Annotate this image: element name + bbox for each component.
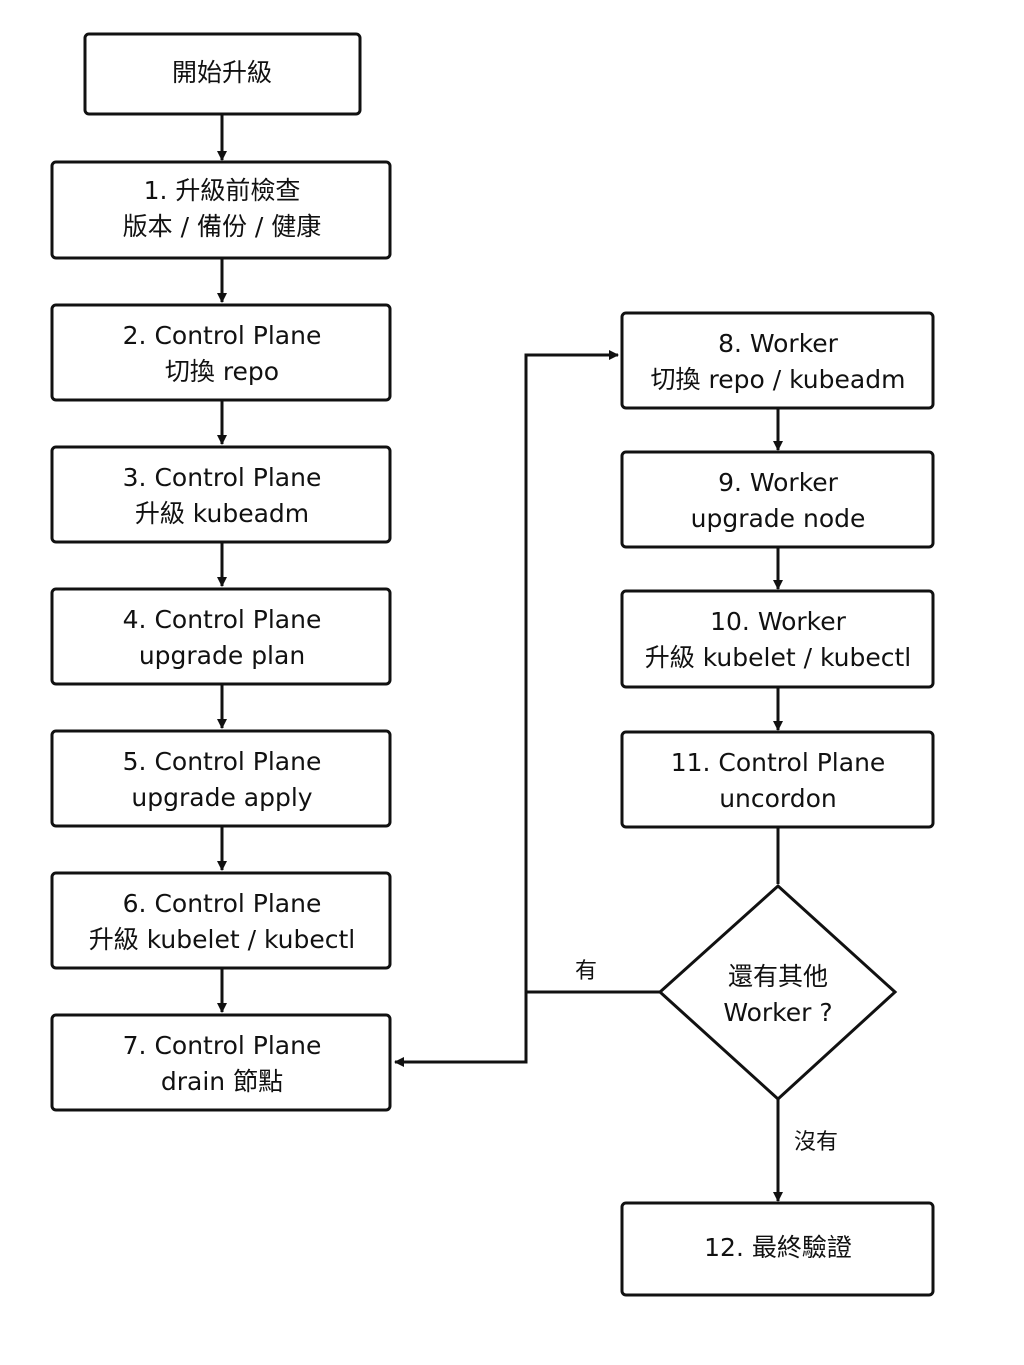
edge-label-no: 沒有 <box>794 1130 838 1155</box>
node-step9-line2: upgrade node <box>691 504 866 533</box>
node-decision-line2: Worker ? <box>723 998 832 1027</box>
node-step12-label: 12. 最終驗證 <box>704 1233 852 1262</box>
node-step8: 8. Worker 切換 repo / kubeadm <box>620 311 935 410</box>
node-decision-diamond <box>657 883 898 1102</box>
node-step11: 11. Control Plane uncordon <box>620 730 935 829</box>
arrow-step7-to-step8 <box>524 350 619 1062</box>
node-step2-box <box>50 303 392 402</box>
node-step6-box <box>50 871 392 970</box>
node-start-label: 開始升級 <box>172 58 272 87</box>
node-step7-line2: drain 節點 <box>161 1067 283 1096</box>
node-step7: 7. Control Plane drain 節點 <box>50 1013 392 1112</box>
node-step1: 1. 升級前檢查 版本 / 備份 / 健康 <box>50 160 392 260</box>
node-step1-line2: 版本 / 備份 / 健康 <box>123 212 322 241</box>
edge-label-yes: 有 <box>575 959 597 984</box>
node-step7-line1: 7. Control Plane <box>123 1031 322 1060</box>
node-decision-line1: 還有其他 <box>728 962 828 991</box>
node-step8-box <box>620 311 935 410</box>
node-step2-line2: 切換 repo <box>165 357 279 386</box>
node-step11-line2: uncordon <box>719 784 837 813</box>
node-step2-line1: 2. Control Plane <box>123 321 322 350</box>
node-step4-line2: upgrade plan <box>139 641 305 670</box>
node-step9-line1: 9. Worker <box>718 468 839 497</box>
node-step11-box <box>620 730 935 829</box>
node-step10-line2: 升級 kubelet / kubectl <box>645 643 912 672</box>
node-step11-line1: 11. Control Plane <box>671 748 886 777</box>
node-step4: 4. Control Plane upgrade plan <box>50 587 392 686</box>
node-step10-box <box>620 589 935 689</box>
node-step2: 2. Control Plane 切換 repo <box>50 303 392 402</box>
node-step1-line1: 1. 升級前檢查 <box>144 176 301 205</box>
node-step4-box <box>50 587 392 686</box>
node-step3-box <box>50 445 392 544</box>
node-step1-box <box>50 160 392 260</box>
node-step4-line1: 4. Control Plane <box>123 605 322 634</box>
node-step3: 3. Control Plane 升級 kubeadm <box>50 445 392 544</box>
node-step5-box <box>50 729 392 828</box>
node-step8-line2: 切換 repo / kubeadm <box>651 365 906 394</box>
connectors: 有 沒有 <box>217 114 838 1202</box>
node-step9-box <box>620 450 935 549</box>
node-step9: 9. Worker upgrade node <box>620 450 935 549</box>
node-step5-line1: 5. Control Plane <box>123 747 322 776</box>
node-step12: 12. 最終驗證 <box>620 1201 935 1297</box>
node-start-box <box>83 32 362 116</box>
node-step6-line2: 升級 kubelet / kubectl <box>89 925 356 954</box>
node-step5: 5. Control Plane upgrade apply <box>50 729 392 828</box>
node-start: 開始升級 <box>83 32 362 116</box>
node-step6: 6. Control Plane 升級 kubelet / kubectl <box>50 871 392 970</box>
arrow-decision-yes-to-step7 <box>394 990 660 1067</box>
node-step10: 10. Worker 升級 kubelet / kubectl <box>620 589 935 689</box>
node-step8-line1: 8. Worker <box>718 329 839 358</box>
node-step7-box <box>50 1013 392 1112</box>
node-step3-line1: 3. Control Plane <box>123 463 322 492</box>
node-step5-line2: upgrade apply <box>131 783 312 812</box>
node-step12-box <box>620 1201 935 1297</box>
node-step6-line1: 6. Control Plane <box>123 889 322 918</box>
node-step3-line2: 升級 kubeadm <box>135 499 309 528</box>
node-decision: 還有其他 Worker ? <box>657 883 898 1102</box>
node-step10-line1: 10. Worker <box>710 607 847 636</box>
